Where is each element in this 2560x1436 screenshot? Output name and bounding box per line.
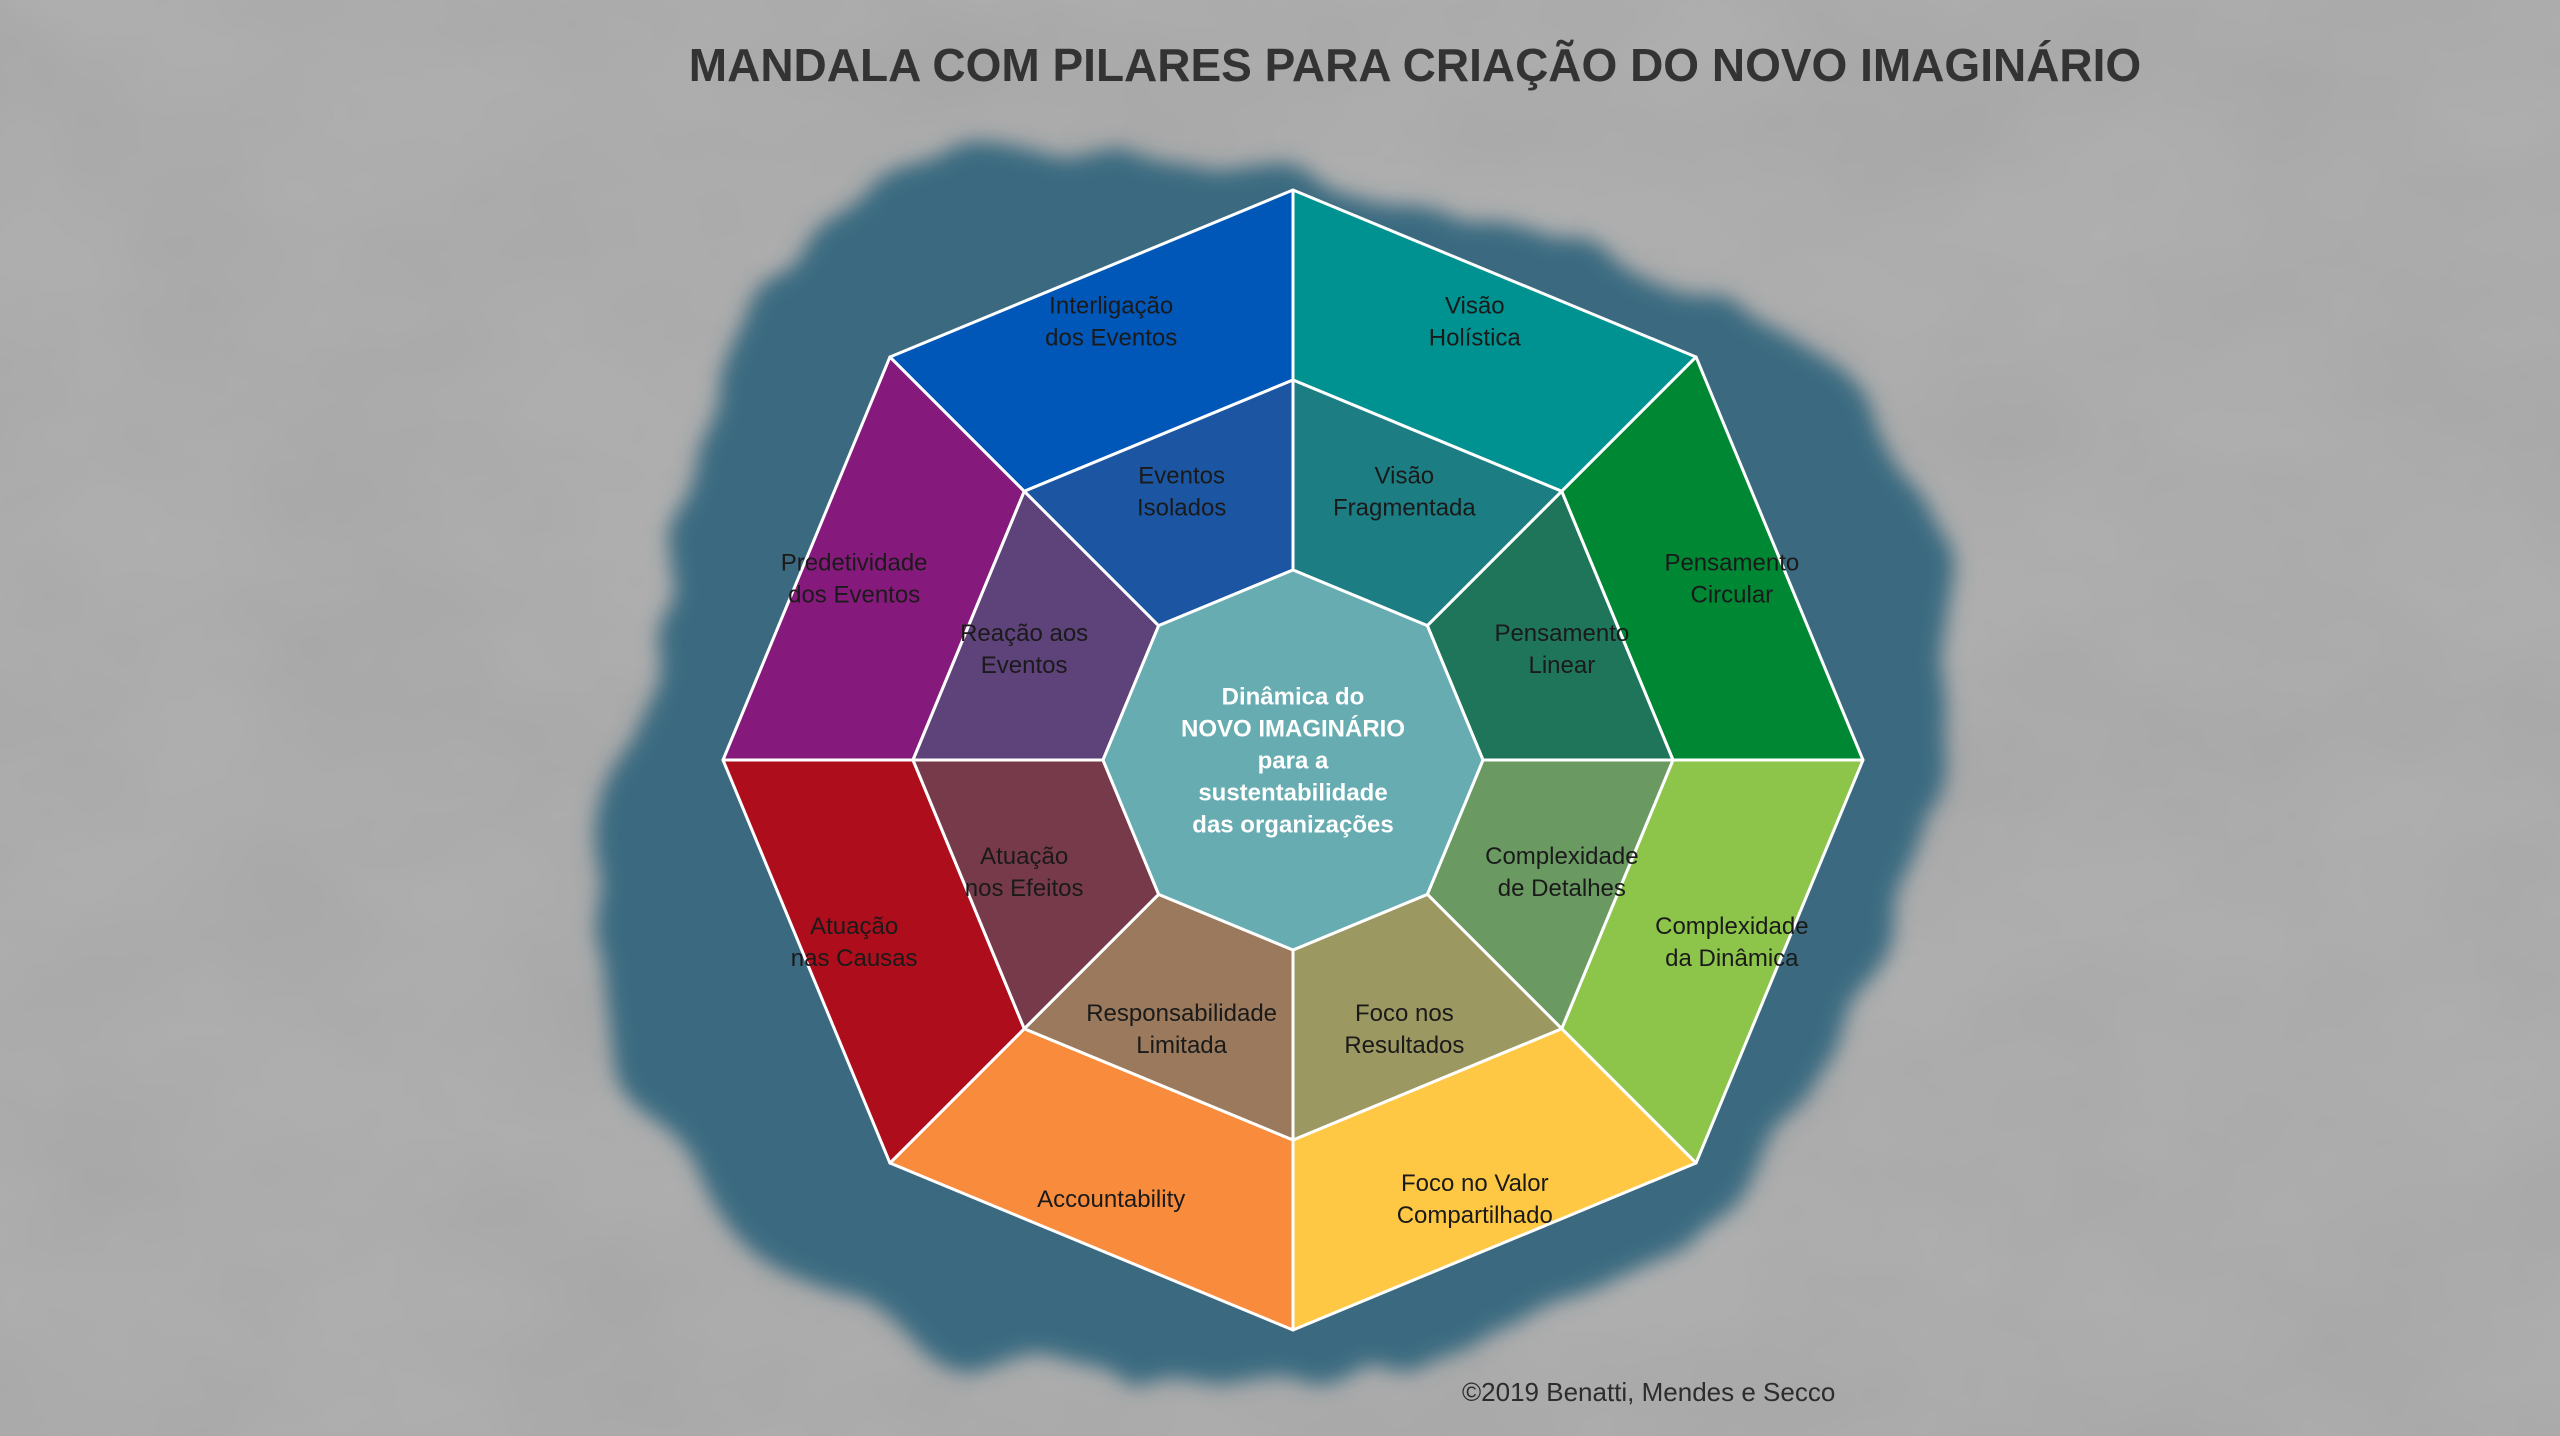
page-title: MANDALA COM PILARES PARA CRIAÇÃO DO NOVO…: [688, 39, 2142, 91]
outer-label-5: Accountability: [1037, 1186, 1185, 1213]
center-octagon: [1101, 568, 1485, 952]
copyright-credit: ©2019 Benatti, Mendes e Secco: [1462, 1377, 1836, 1407]
